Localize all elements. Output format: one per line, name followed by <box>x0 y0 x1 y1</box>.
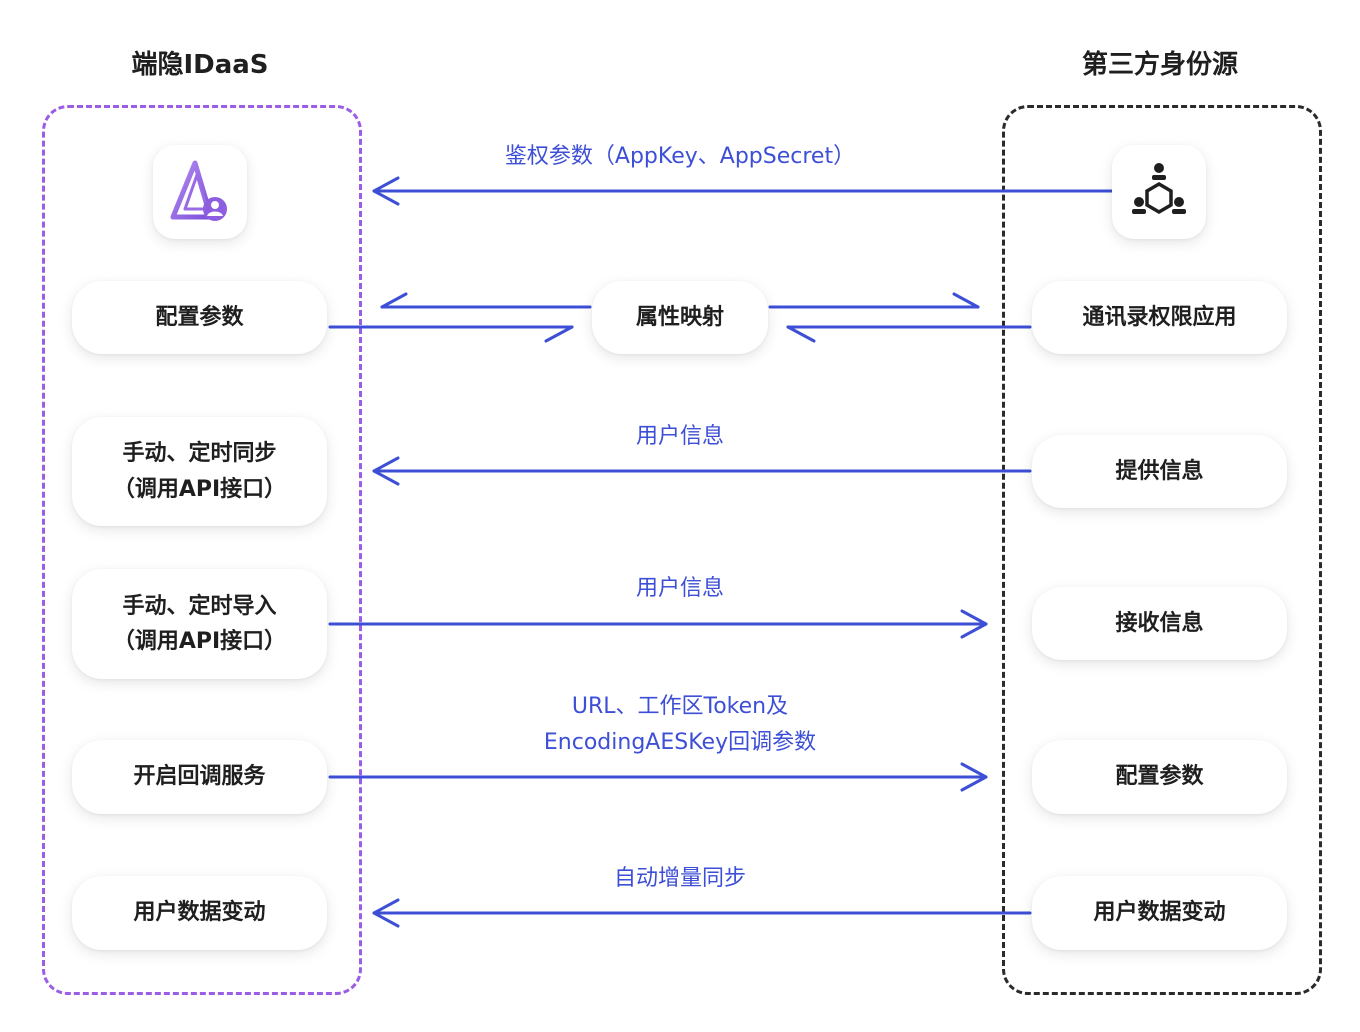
left-sync-card: 手动、定时同步 （调用API接口） <box>72 417 327 526</box>
left-sync-label-line1: 手动、定时同步 <box>122 441 277 467</box>
left-config-card: 配置参数 <box>72 281 327 354</box>
attribute-mapping-label: 属性映射 <box>635 304 724 330</box>
right-receive-card: 接收信息 <box>1032 587 1287 660</box>
identity-source-network-icon <box>1132 163 1186 215</box>
incremental-arrowhead <box>372 898 400 928</box>
right-receive-label: 接收信息 <box>1115 610 1204 636</box>
right-config-label: 配置参数 <box>1115 764 1204 790</box>
callback-params-label-line2: EncodingAESKey回调参数 <box>543 730 817 755</box>
identity-source-frame <box>1002 105 1322 995</box>
auth-params-label: 鉴权参数（AppKey、AppSecret） <box>504 144 856 169</box>
callback-params-label-line1: URL、工作区Token及 <box>571 694 789 719</box>
right-change-label: 用户数据变动 <box>1093 900 1226 926</box>
auth-arrowhead <box>372 176 400 206</box>
app-to-mapping-arrowhead <box>786 325 816 343</box>
left-change-card: 用户数据变动 <box>72 876 327 950</box>
left-import-label-line1: 手动、定时导入 <box>122 593 277 619</box>
left-import-label-line2: （调用API接口） <box>112 629 287 654</box>
idaas-frame <box>42 105 362 995</box>
idaas-logo-icon <box>170 160 227 221</box>
mapping-to-right-arrowhead <box>952 292 980 309</box>
right-app-card: 通讯录权限应用 <box>1032 281 1287 354</box>
left-change-label: 用户数据变动 <box>133 900 266 926</box>
right-app-label: 通讯录权限应用 <box>1082 304 1237 330</box>
config-to-mapping-arrowhead <box>544 325 574 343</box>
left-import-card: 手动、定时导入 （调用API接口） <box>72 569 327 679</box>
incremental-sync-label: 自动增量同步 <box>613 866 746 891</box>
left-callback-card: 开启回调服务 <box>72 740 327 814</box>
right-column-title: 第三方身份源 <box>1081 50 1238 80</box>
user-info-2-arrowhead <box>960 609 988 639</box>
left-sync-label-line2: （调用API接口） <box>112 476 287 502</box>
left-config-label: 配置参数 <box>155 304 244 330</box>
user-info-label-1: 用户信息 <box>635 424 724 449</box>
attribute-mapping-card: 属性映射 <box>592 281 768 354</box>
user-info-1-arrowhead <box>372 456 400 486</box>
left-callback-label: 开启回调服务 <box>133 764 266 790</box>
left-column-title: 端隐IDaaS <box>131 50 269 80</box>
right-provide-label: 提供信息 <box>1115 458 1204 484</box>
right-provide-card: 提供信息 <box>1032 435 1287 508</box>
idaas-logo-tile <box>153 145 247 239</box>
callback-arrowhead <box>960 762 988 792</box>
right-config-card: 配置参数 <box>1032 740 1287 814</box>
right-change-card: 用户数据变动 <box>1032 876 1287 950</box>
user-info-label-2: 用户信息 <box>635 576 724 601</box>
identity-source-logo-tile <box>1112 145 1206 239</box>
mapping-to-left-arrowhead <box>380 292 408 309</box>
